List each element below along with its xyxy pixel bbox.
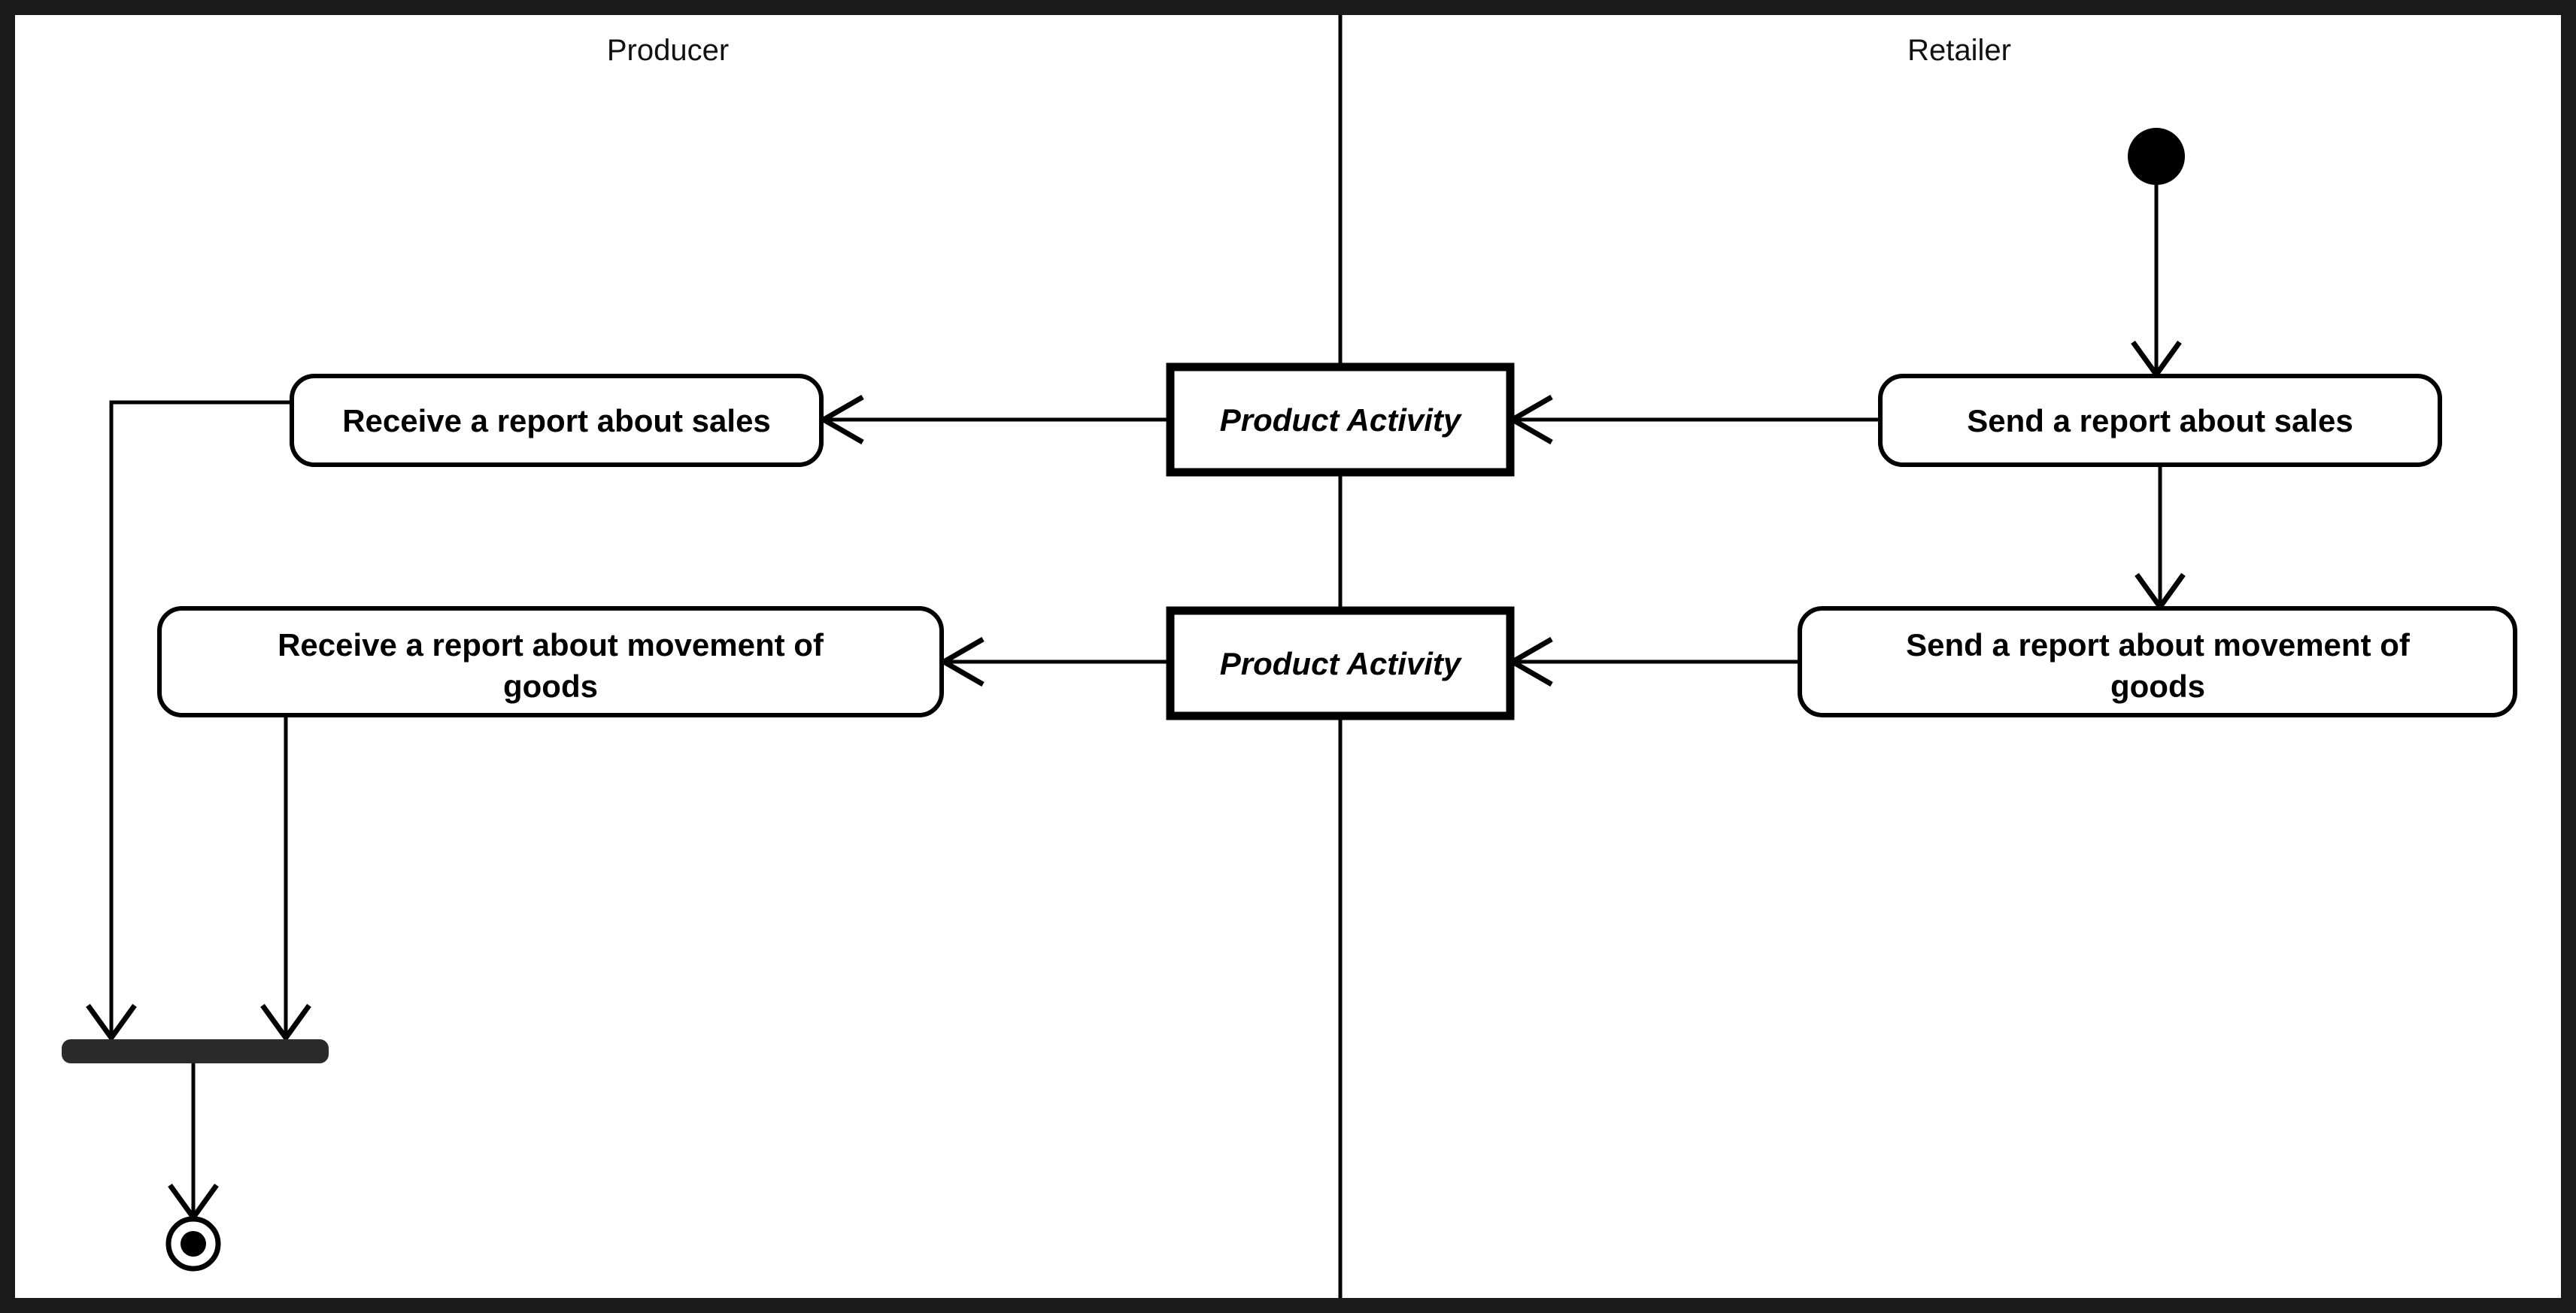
arrowhead-receive-sales-to-join <box>86 1003 137 1042</box>
arrowhead-send-sales-to-signal-top <box>1506 394 1553 445</box>
final-node-dot <box>181 1231 206 1257</box>
activity-receive-report-movement[interactable] <box>157 606 944 717</box>
signal-product-activity-top[interactable] <box>1166 362 1515 477</box>
initial-node <box>2128 128 2185 185</box>
join-bar <box>62 1039 329 1063</box>
arrowhead-receive-movement-to-join <box>260 1003 311 1042</box>
lane-title-retailer: Retailer <box>1907 34 2011 67</box>
arrowhead-send-movement-to-signal-bottom <box>1506 636 1553 687</box>
activity-receive-report-movement-label-line2: goods <box>503 669 598 704</box>
edge-receive-sales-to-join <box>109 400 292 1036</box>
signal-product-activity-bottom-label: Product Activity <box>1220 646 1463 681</box>
activity-receive-report-sales[interactable] <box>290 374 824 467</box>
activity-send-report-movement-label-line2: goods <box>2110 669 2205 704</box>
activity-receive-report-sales-label: Receive a report about sales <box>342 403 771 438</box>
activity-receive-report-movement-label-line1: Receive a report about movement of <box>278 627 824 663</box>
lane-title-producer: Producer <box>607 34 729 67</box>
activity-send-report-sales-label: Send a report about sales <box>1967 403 2353 438</box>
signal-product-activity-top-label: Product Activity <box>1220 402 1463 438</box>
activity-send-report-movement-label-line1: Send a report about movement of <box>1906 627 2411 663</box>
